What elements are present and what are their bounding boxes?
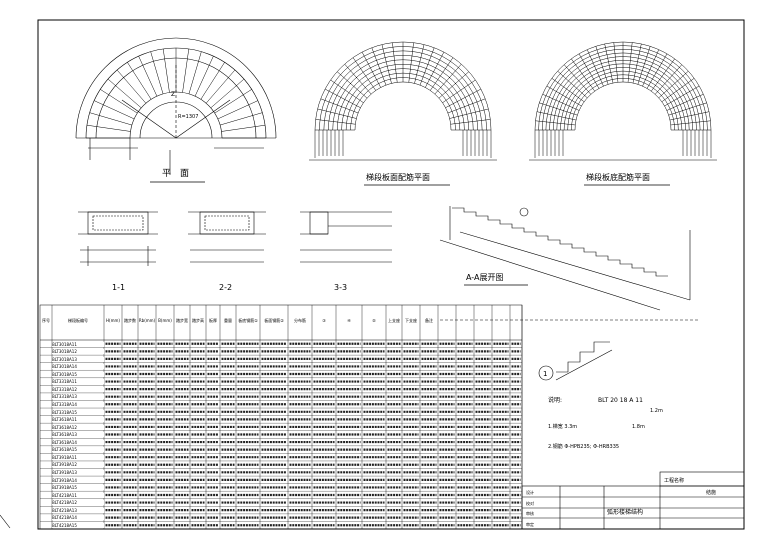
table-header-cell: ⑤ (372, 318, 376, 323)
table-row: BLT3018A13 (52, 356, 104, 362)
table-row: BLT4218A12 (52, 500, 104, 506)
table-row: BLT3018A11 (52, 341, 104, 347)
table-row: BLT3618A11 (52, 417, 104, 423)
table-row: BLT3918A12 (52, 462, 104, 468)
sheet-code: 结施 (706, 489, 716, 496)
section-3-3-label: 3-3 (334, 283, 347, 292)
bottom-rebar-label: 梯段板底配筋平面 (586, 172, 650, 182)
table-header-cell: 踏步数 (124, 318, 136, 323)
table-row: BLT3018A12 (52, 349, 104, 355)
notes-block (538, 341, 613, 381)
table-header-cell: 序号 (42, 318, 50, 323)
arc-tag: Z (171, 91, 175, 98)
table-row: BLT4218A13 (52, 507, 104, 513)
table-row: BLT3318A13 (52, 394, 104, 400)
role-review: 审核 (526, 510, 534, 516)
table-row: BLT3618A15 (52, 447, 104, 453)
unfold-label: A-A展开图 (466, 273, 503, 282)
table-row: BLT3318A14 (52, 401, 104, 407)
table-row: BLT3918A15 (52, 485, 104, 491)
unfold-elevation (439, 206, 700, 321)
notes-tread: 1.8m (632, 424, 645, 430)
table-header-cell: ④ (347, 318, 351, 323)
table-header-cell: H(mm) (106, 318, 120, 323)
plan-label: 平 面 (162, 168, 189, 179)
plan-view (75, 37, 277, 175)
table-row: BLT4218A11 (52, 492, 104, 498)
table-row: BLT3918A14 (52, 477, 104, 483)
table-header-cell: ③ (322, 318, 326, 323)
table-header-cell: 梯段板编号 (68, 318, 88, 323)
section-1-1-label: 1-1 (112, 283, 125, 292)
detail-marker: 1 (543, 370, 547, 378)
table-header-cell: 重量 (224, 318, 232, 323)
table-row: BLT3318A15 (52, 409, 104, 415)
section-2-2 (188, 211, 266, 263)
role-check: 校对 (526, 500, 534, 506)
section-3-3 (300, 211, 392, 263)
drawing-frame (37, 19, 745, 530)
role-design: 设计 (526, 489, 534, 495)
project-name: 工程名称 (664, 477, 684, 484)
table-header-cell: 板底钢筋① (238, 318, 258, 323)
notes-title: 说明: (548, 396, 562, 404)
table-header-cell: 上支座 (388, 318, 400, 323)
top-rebar-plan (309, 41, 497, 161)
table-header-cell: 备注 (425, 318, 433, 323)
rebar-schedule-table (39, 304, 523, 530)
notes-designation: BLT 20 18 A 11 (598, 397, 643, 404)
table-header-cell: 分布筋 (294, 318, 306, 323)
table-row: BLT3318A11 (52, 379, 104, 385)
table-row: BLT4218A15 (52, 522, 104, 528)
table-row: BLT3918A11 (52, 454, 104, 460)
table-row: BLT3018A15 (52, 371, 104, 377)
title-block (521, 471, 745, 530)
table-row: BLT3618A14 (52, 439, 104, 445)
table-header-cell: 踏步高 (192, 318, 204, 323)
notes-line-1: 1.梯宽 3.3m (548, 423, 577, 430)
section-2-2-label: 2-2 (219, 283, 232, 292)
table-row: BLT3318A12 (52, 386, 104, 392)
table-header-cell: 踏步宽 (176, 318, 188, 323)
table-row: BLT4218A14 (52, 515, 104, 521)
table-row: BLT3618A13 (52, 432, 104, 438)
table-row: BLT3918A13 (52, 470, 104, 476)
table-header-cell: 板厚 (209, 318, 217, 323)
drawing-title: 弧形楼梯结构 (607, 508, 643, 516)
table-header-cell: Rb(mm) (138, 318, 156, 323)
notes-rise: 1.2m (650, 408, 663, 414)
table-row: BLT3018A14 (52, 364, 104, 370)
role-approve: 审定 (526, 521, 534, 527)
top-rebar-label: 梯段板面配筋平面 (366, 172, 430, 182)
notes-line-2: 2.钢筋 Φ-HPB235; Φ-HRB335 (548, 443, 619, 450)
table-header-cell: B(mm) (158, 318, 172, 323)
table-row: BLT3618A12 (52, 424, 104, 430)
section-1-1 (78, 211, 158, 266)
table-header-cell: 板面钢筋② (264, 318, 284, 323)
table-header-cell: 下支座 (405, 318, 417, 323)
inner-radius-label: R=1307 (178, 114, 198, 120)
bottom-rebar-plan (529, 41, 717, 161)
